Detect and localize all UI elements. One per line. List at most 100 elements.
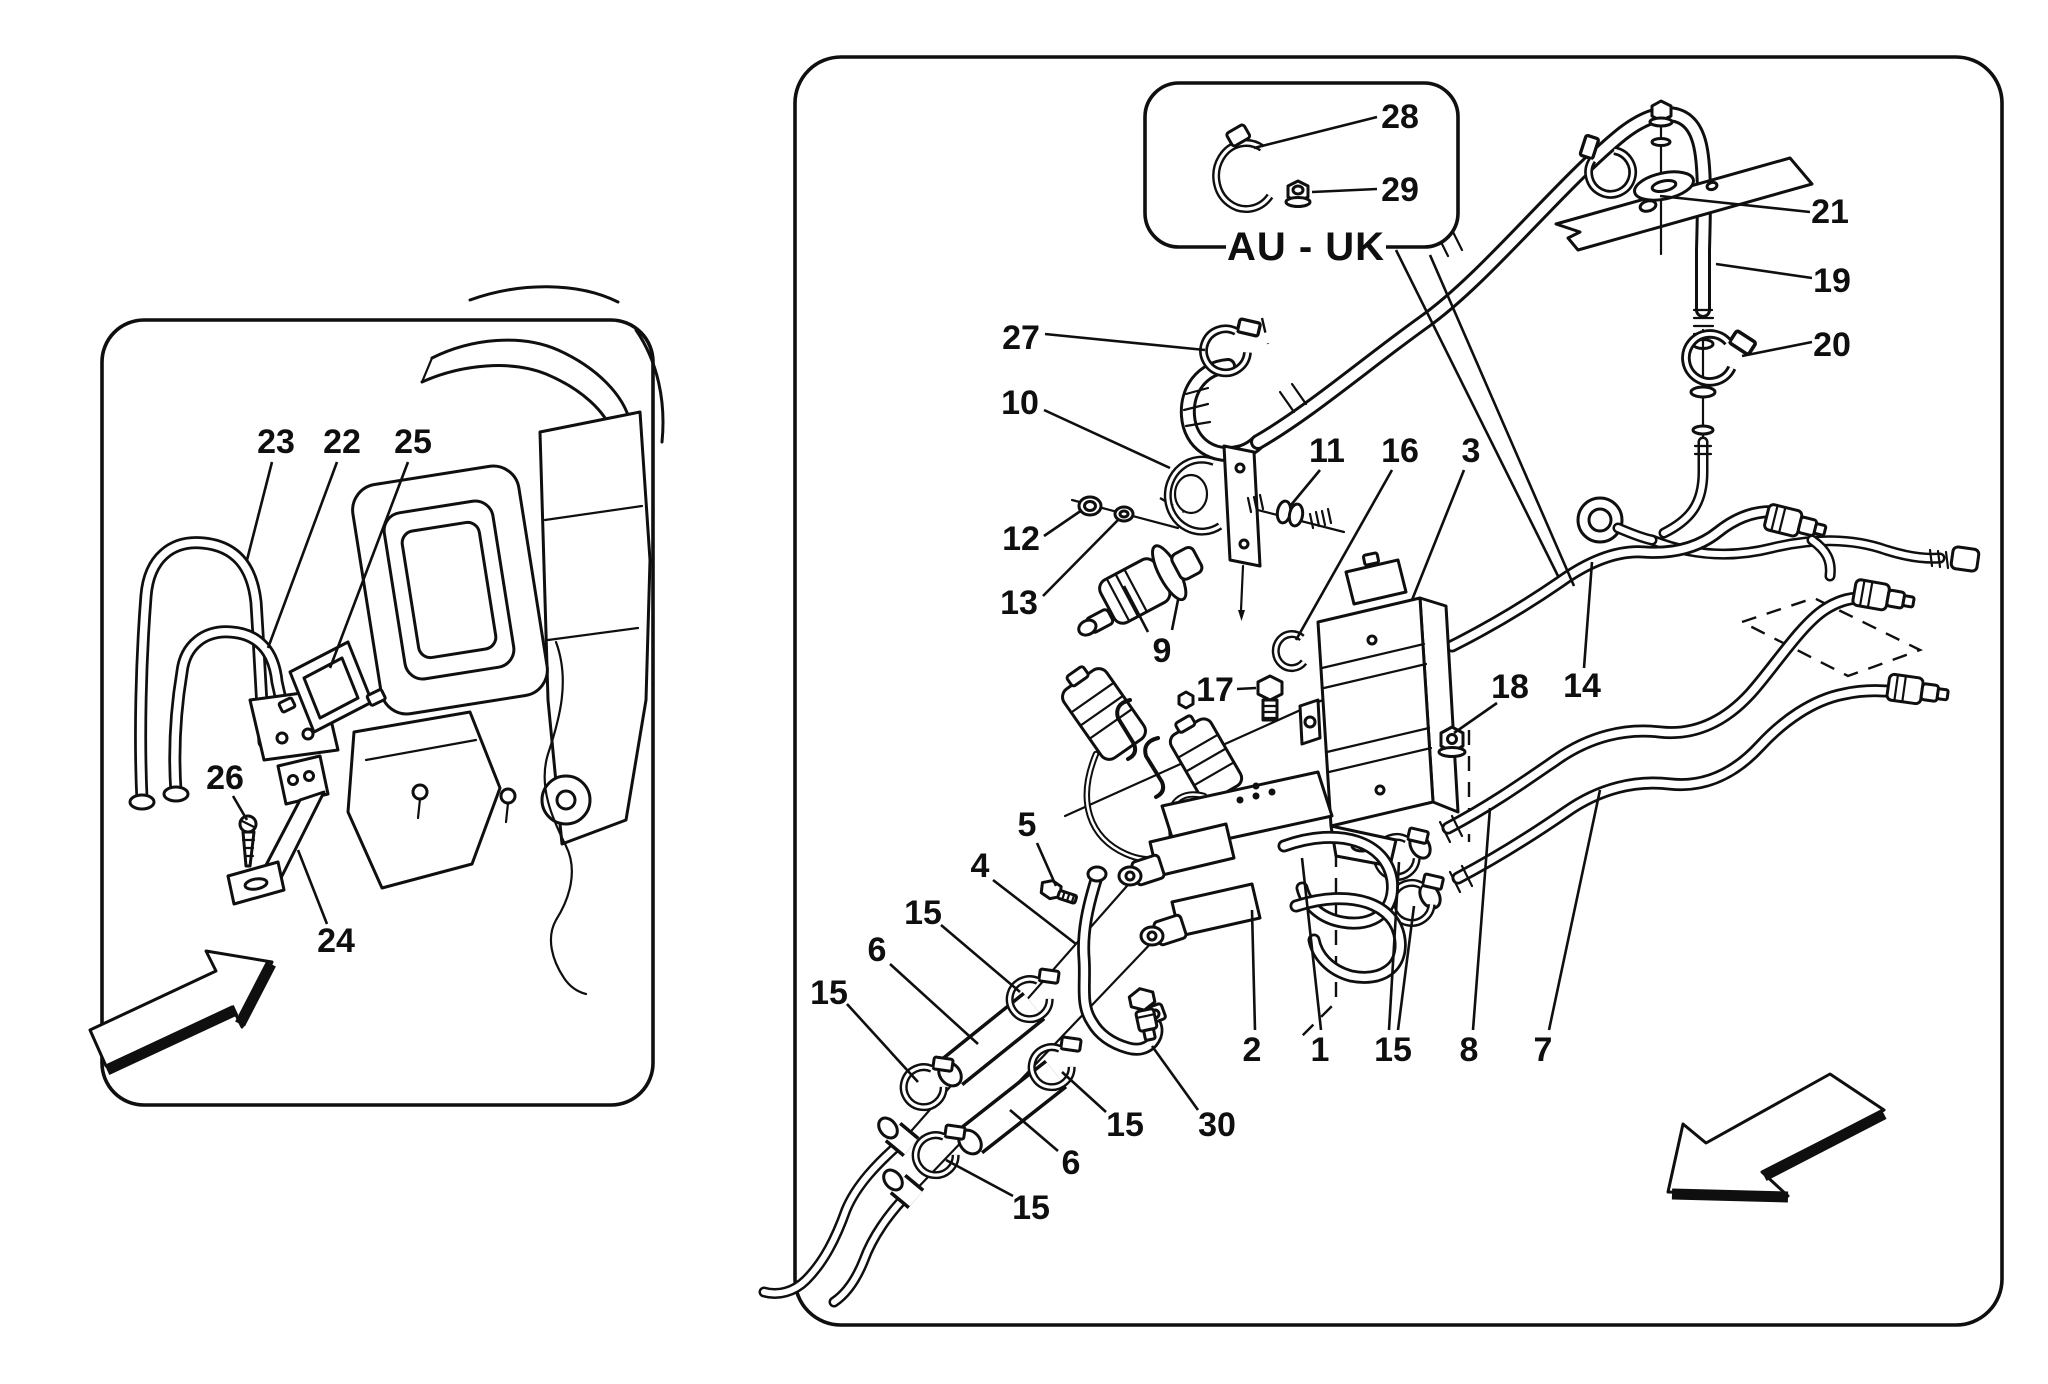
leader-line-3 xyxy=(1410,469,1466,601)
circlip-16 xyxy=(1271,630,1308,672)
leader-line-7 xyxy=(1547,789,1602,1031)
grommet-10 xyxy=(1163,444,1262,621)
callout-1: 1 xyxy=(1311,1031,1330,1069)
washer-13 xyxy=(1113,505,1135,523)
leader-line-28 xyxy=(1253,115,1378,150)
callout-12: 12 xyxy=(1002,520,1040,558)
inset-crossref-leader-1 xyxy=(1394,249,1560,577)
leader-line-11 xyxy=(1289,469,1322,506)
leader-line-26 xyxy=(231,795,249,821)
pipe-end-cap xyxy=(128,793,156,811)
direction-arrow-right xyxy=(1666,1072,1887,1203)
leader-line-25 xyxy=(328,461,410,669)
callout-23: 23 xyxy=(257,423,295,461)
mounting-bracket-3 xyxy=(1298,551,1460,868)
callout-7: 7 xyxy=(1534,1031,1553,1069)
callout-21: 21 xyxy=(1811,193,1849,231)
solenoid-valve-9 xyxy=(1077,544,1204,637)
callout-6a: 6 xyxy=(868,931,887,969)
screw xyxy=(238,814,258,868)
leader-line-8 xyxy=(1471,807,1492,1031)
callout-15e: 15 xyxy=(1374,1031,1412,1069)
leader-line-22 xyxy=(266,461,339,649)
harness-cable xyxy=(543,640,588,996)
pipe-bracket-21 xyxy=(1554,99,1814,256)
leader-line-14 xyxy=(1582,561,1594,669)
leader-line-15d xyxy=(945,1158,1014,1198)
leader-line-9 xyxy=(1122,585,1150,633)
bolt-17 xyxy=(1256,674,1284,722)
callout-10: 10 xyxy=(1001,384,1039,422)
inset-clamp-art xyxy=(1212,123,1312,213)
callout-20: 20 xyxy=(1813,326,1851,364)
sensor-30 xyxy=(1127,987,1159,1042)
callout-6b: 6 xyxy=(1062,1144,1081,1182)
leader-line-29 xyxy=(1311,187,1378,194)
leader-line-15c xyxy=(1061,1071,1107,1113)
leader-line-18 xyxy=(1453,701,1498,735)
leader-line-21 xyxy=(1659,194,1811,214)
support-bracket xyxy=(226,754,330,906)
clamp-clip-28 xyxy=(1225,123,1252,148)
inset-box: AU - UK xyxy=(1143,81,1460,269)
leader-line-4 xyxy=(992,878,1077,946)
callout-30: 30 xyxy=(1198,1106,1236,1144)
retaining-clip xyxy=(1115,698,1138,761)
callout-22: 22 xyxy=(323,423,361,461)
leader-line-9 xyxy=(1170,599,1180,631)
leader-line-30 xyxy=(1150,1045,1200,1111)
inset-crossref-leader-2 xyxy=(1428,254,1576,587)
callout-29: 29 xyxy=(1381,171,1419,209)
callout-15d: 15 xyxy=(1012,1189,1050,1227)
callout-9: 9 xyxy=(1153,632,1172,670)
nut-18 xyxy=(1437,725,1467,758)
retaining-clip xyxy=(1143,736,1166,799)
callout-15a: 15 xyxy=(904,894,942,932)
callout-16: 16 xyxy=(1381,432,1419,470)
leader-line-6b xyxy=(1009,1109,1059,1152)
leader-line-15b xyxy=(846,1003,919,1083)
leader-line-2 xyxy=(1250,909,1257,1031)
leader-line-15e xyxy=(1387,861,1401,1031)
callout-18: 18 xyxy=(1491,668,1529,706)
callout-15c: 15 xyxy=(1106,1106,1144,1144)
callout-11: 11 xyxy=(1309,432,1345,470)
callout-24: 24 xyxy=(317,922,355,960)
inset-label-gap xyxy=(1226,234,1386,260)
callout-27: 27 xyxy=(1002,319,1040,357)
callout-17: 17 xyxy=(1196,671,1234,709)
callout-14: 14 xyxy=(1563,667,1601,705)
leader-line-24 xyxy=(296,849,329,925)
leader-line-10 xyxy=(1043,408,1171,470)
water-valve-assembly xyxy=(1117,770,1407,984)
leader-line-23 xyxy=(245,461,274,561)
leader-line-13 xyxy=(1042,519,1119,597)
callout-28: 28 xyxy=(1381,98,1419,136)
callout-4: 4 xyxy=(971,847,990,885)
direction-arrow-left xyxy=(88,949,276,1075)
callout-5: 5 xyxy=(1018,806,1037,844)
pipe-end-cap xyxy=(162,785,190,803)
callout-3: 3 xyxy=(1462,432,1481,470)
heater-hose-19 xyxy=(1179,106,1715,463)
stud-11 xyxy=(1246,493,1333,530)
leader-line-27 xyxy=(1044,332,1206,352)
leader-line-5 xyxy=(1035,842,1058,887)
callout-19: 19 xyxy=(1813,262,1851,300)
hose-14 xyxy=(1445,502,1836,653)
callout-15b: 15 xyxy=(810,974,848,1012)
gasket-frame xyxy=(277,640,387,734)
leader-line-19 xyxy=(1715,262,1813,280)
inset-label: AU - UK xyxy=(1227,225,1385,269)
callout-8: 8 xyxy=(1460,1031,1479,1069)
leader-line-15a xyxy=(940,924,1021,993)
nut-12 xyxy=(1077,495,1103,517)
callout-26: 26 xyxy=(206,759,244,797)
callout-13: 13 xyxy=(1000,584,1038,622)
hvac-unit-art xyxy=(346,285,665,996)
callout-25: 25 xyxy=(394,423,432,461)
leader-line-6a xyxy=(889,963,979,1045)
heater-pipes-art xyxy=(128,536,387,906)
